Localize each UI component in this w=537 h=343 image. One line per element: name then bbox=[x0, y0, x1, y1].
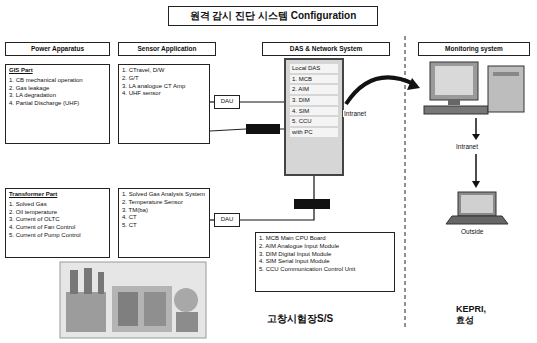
apparatus-box: GIS Part 1. CB mechanical operation2. Gas… bbox=[5, 64, 110, 144]
arrow-head bbox=[472, 134, 480, 140]
box-text: 1. CTravel, D/W bbox=[122, 67, 206, 75]
item-text: 2. Oil temperature bbox=[9, 209, 106, 217]
box-text: 1. MCB Main CPU Board bbox=[259, 235, 391, 243]
signal-line bbox=[240, 176, 314, 220]
column-header: Power Apparatus bbox=[5, 42, 110, 56]
dau-box: DAU bbox=[214, 213, 240, 227]
item-text: with PC bbox=[290, 128, 338, 137]
item-text: 3. LA analogue CT Amp bbox=[122, 83, 206, 91]
item-text: 1. CB mechanical operation bbox=[9, 77, 106, 85]
box-text: Transformer Part bbox=[9, 191, 106, 199]
item-text: 2. AIM bbox=[290, 85, 338, 94]
das-rack: Local DAS 1. MCB2. AIM 3. DIM 4. SIM5. CCU w… bbox=[284, 58, 344, 176]
organization-label: KEPRI, 효성 bbox=[455, 304, 497, 327]
network-label: Intranet bbox=[343, 110, 367, 117]
box-text: DAU bbox=[216, 98, 238, 106]
item-text: 3. Current of OLTC bbox=[9, 216, 106, 224]
item-text: 2. Temperature Sensor bbox=[122, 199, 206, 207]
network-arrow bbox=[346, 77, 414, 104]
sensor-box: 1. CTravel, D/W2. G/T3. LA analogue CT A… bbox=[118, 64, 210, 144]
pc-icon bbox=[424, 62, 524, 114]
box-text: Sensor Application bbox=[121, 45, 213, 53]
item-text: 5. CCU bbox=[290, 117, 338, 126]
arrow-head bbox=[407, 78, 420, 90]
substation-photo bbox=[60, 262, 206, 338]
item-text: 4. UHF sensor bbox=[122, 90, 206, 98]
dau-box: DAU bbox=[214, 95, 240, 109]
item-text: 3. LA degradation bbox=[9, 92, 106, 100]
item-text: 5. Current of Pump Control bbox=[9, 232, 106, 240]
item-text: 1. MCB bbox=[290, 75, 338, 84]
item-text: 2. G/T bbox=[122, 75, 206, 83]
item-text: 5. CT bbox=[122, 222, 206, 230]
cable-block bbox=[294, 199, 330, 209]
apparatus-box: Transformer Part 1. Solved Gas2. Oil temp… bbox=[5, 188, 110, 258]
box-text: Monitoring system bbox=[421, 45, 527, 53]
network-label: Outside bbox=[460, 228, 484, 235]
laptop-icon bbox=[446, 192, 508, 224]
cable-block bbox=[246, 124, 280, 134]
item-text: 4. SIM bbox=[290, 107, 338, 116]
link-line bbox=[475, 154, 477, 182]
box-text: DAU bbox=[216, 216, 238, 224]
network-label: Intranet bbox=[455, 143, 479, 150]
item-text: 4. SIM Serial Input Module bbox=[259, 258, 391, 266]
column-header: Monitoring system bbox=[418, 42, 530, 56]
box-text: Power Apparatus bbox=[8, 45, 107, 53]
diagram-title: 원격 감시 진단 시스템 Configuration bbox=[168, 6, 378, 26]
module-box: 1. MCB Main CPU Board2. AIM Analogue Inp… bbox=[255, 232, 395, 292]
item-text: 4. Partial Discharge (UHF) bbox=[9, 100, 106, 108]
item-text: 1. Solved Gas bbox=[9, 201, 106, 209]
sensor-box: 1. Solved Gas Analysis System2. Temperat… bbox=[118, 188, 210, 258]
box-text: GIS Part bbox=[9, 67, 106, 75]
item-text: 2. Gas leakage bbox=[9, 85, 106, 93]
item-text: 5. CCU Communication Control Unit bbox=[259, 266, 391, 274]
box-text: 1. Solved Gas Analysis System bbox=[122, 191, 206, 199]
sensor-wire bbox=[210, 129, 246, 131]
signal-line bbox=[240, 101, 284, 102]
column-header: DAS & Network System bbox=[262, 42, 390, 56]
item-text: 3. TM(ba) bbox=[122, 207, 206, 215]
item-text: 3. DIM bbox=[290, 96, 338, 105]
item-text: 3. DIM Digital Input Module bbox=[259, 251, 391, 259]
column-header: Sensor Application bbox=[118, 42, 216, 56]
item-text: 4. CT bbox=[122, 214, 206, 222]
box-text: DAS & Network System bbox=[265, 45, 387, 53]
arrow-head bbox=[472, 181, 480, 188]
item-text: 2. AIM Analogue Input Module bbox=[259, 243, 391, 251]
link-line bbox=[475, 118, 477, 136]
item-text: 4. Current of Fan Control bbox=[9, 224, 106, 232]
box-text: Local DAS bbox=[290, 64, 338, 73]
site-label: 고창시험장S/S bbox=[266, 312, 334, 326]
